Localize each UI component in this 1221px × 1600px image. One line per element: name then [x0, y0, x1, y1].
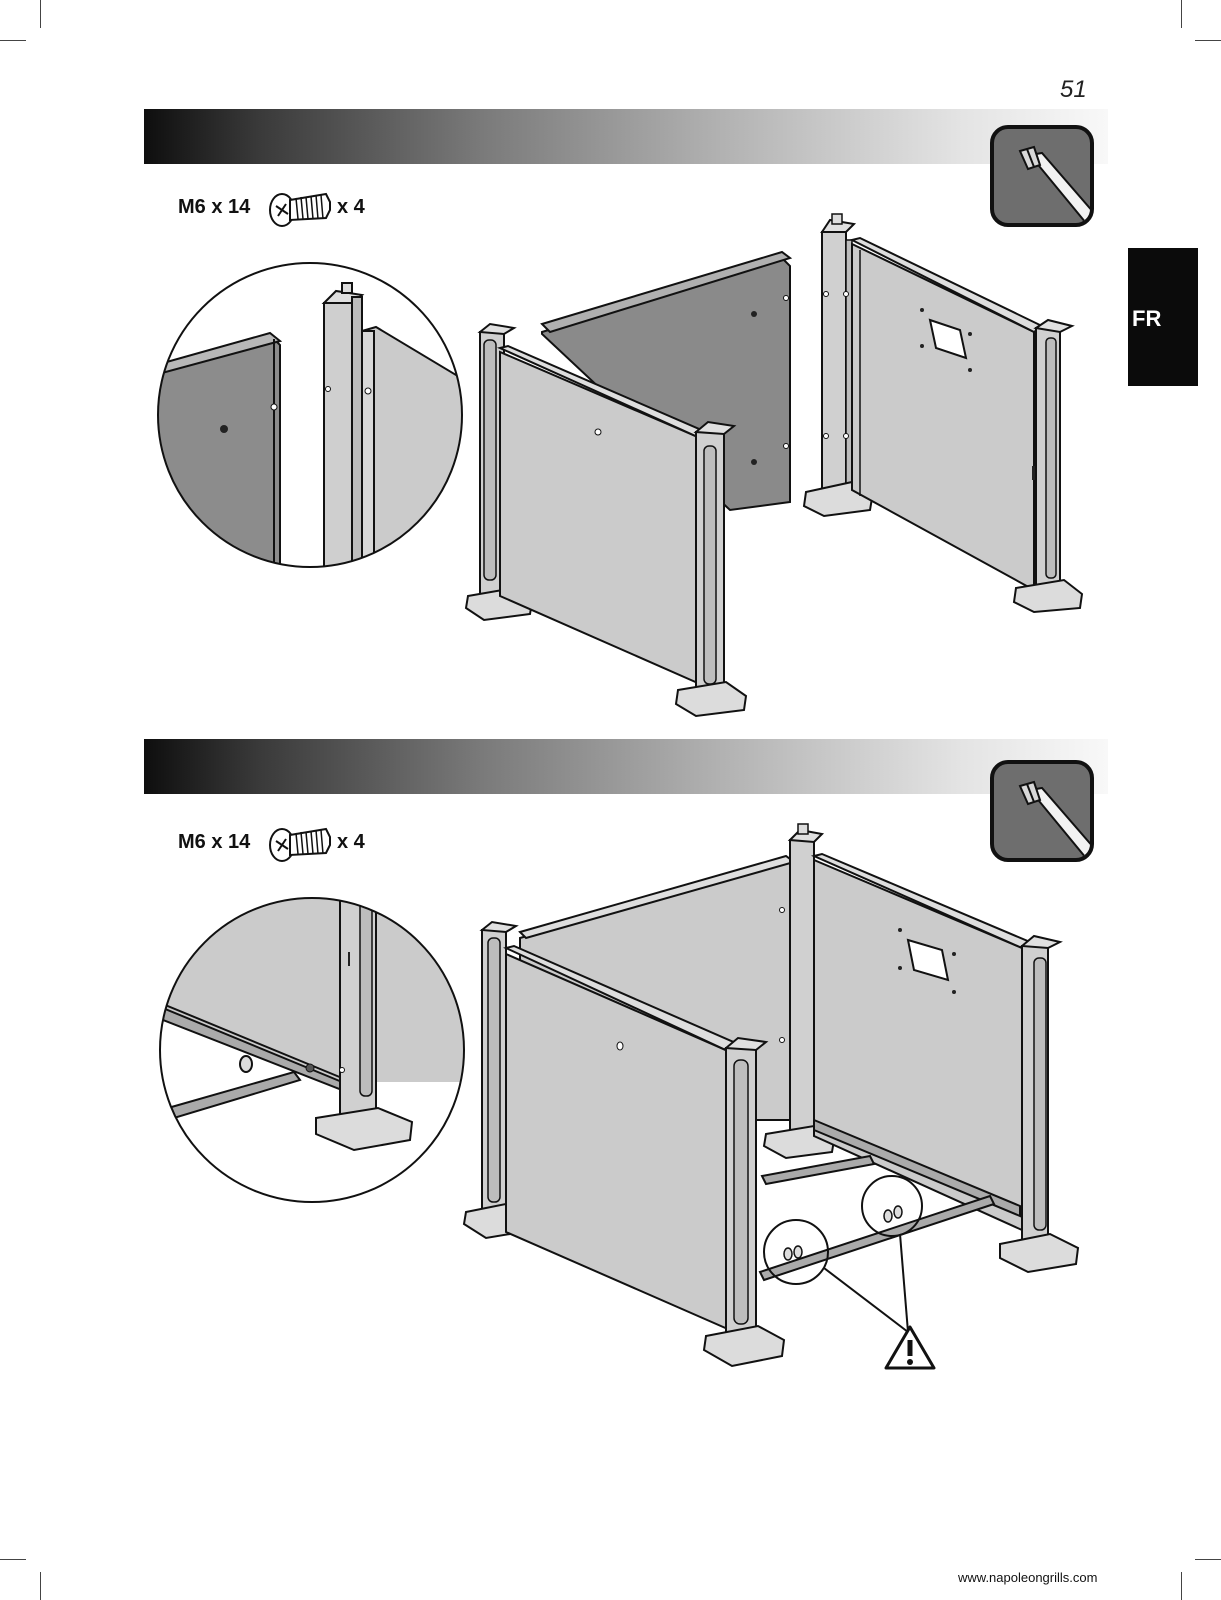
bolt-icon: [266, 188, 338, 232]
hardware-quantity: x 4: [337, 831, 365, 854]
step-2-banner: [144, 739, 1108, 794]
step-2-assembly-illustration: [460, 820, 1100, 1400]
footer-url: www.napoleongrills.com: [958, 1570, 1097, 1585]
hardware-spec: M6 x 14: [178, 196, 250, 219]
detail-circle-panel-bolt: [156, 261, 466, 571]
step-1-banner: [144, 109, 1108, 164]
crop-mark: [0, 40, 26, 41]
warning-icon: [884, 1324, 936, 1370]
step-1-assembly-illustration: [460, 210, 1100, 730]
crop-mark: [1181, 0, 1182, 28]
detail-circle-frame-bolt: [158, 896, 468, 1206]
crop-mark: [40, 0, 41, 28]
crop-mark: [1195, 1559, 1221, 1560]
crop-mark: [0, 1559, 26, 1560]
language-tab: FR: [1128, 248, 1198, 386]
crop-mark: [40, 1572, 41, 1600]
bolt-icon: [266, 823, 338, 867]
crop-mark: [1195, 40, 1221, 41]
crop-mark: [1181, 1572, 1182, 1600]
page-number: 51: [1060, 76, 1120, 104]
hardware-quantity: x 4: [337, 196, 365, 219]
hardware-spec: M6 x 14: [178, 831, 250, 854]
